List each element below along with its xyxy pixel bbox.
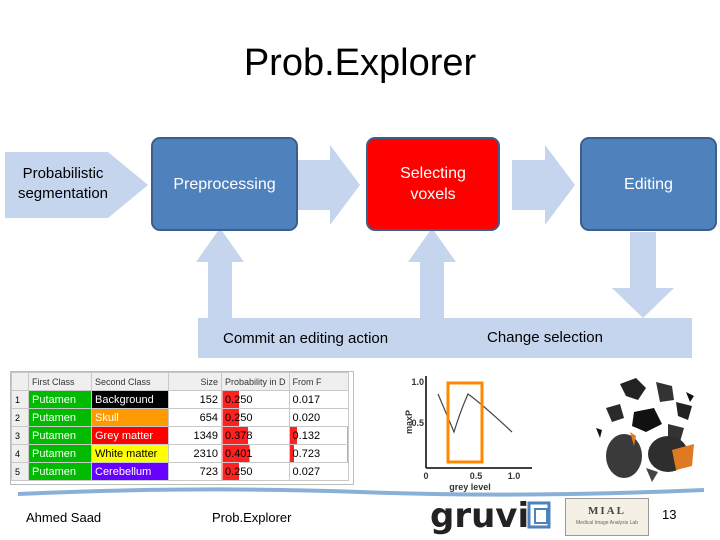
row-index: 4 (11, 444, 29, 463)
first-class-cell: Putamen (28, 444, 92, 463)
footer-divider (17, 487, 705, 497)
feedback-band (198, 318, 692, 358)
first-class-cell: Putamen (28, 426, 92, 445)
mial-lab-logo: MIAL Medical Image Analysis Lab (565, 498, 649, 536)
brain-segmentation-image (596, 378, 694, 482)
table-header-row: First Class Second Class Size Probabilit… (11, 372, 349, 391)
row-index: 2 (11, 408, 29, 427)
x-tick-label: 1.0 (508, 471, 521, 481)
preprocessing-box: Preprocessing (151, 137, 298, 231)
size-cell: 723 (168, 462, 222, 481)
input-label: Probabilistic segmentation (17, 165, 109, 202)
first-class-cell: Putamen (28, 462, 92, 481)
selecting-voxels-label: Selecting voxels (400, 165, 466, 203)
second-class-cell: White matter (91, 444, 169, 463)
selection-rectangle (446, 381, 484, 464)
maxp-plot: 1.0 0.5 0 0.5 1.0 grey level maxP (404, 376, 532, 492)
y-tick-label: 0.5 (411, 418, 424, 428)
footer-project: Prob.Explorer (212, 510, 292, 525)
size-cell: 1349 (168, 426, 222, 445)
row-index: 1 (11, 390, 29, 409)
mial-logo-subtitle: Medical Image Analysis Lab (576, 520, 638, 526)
size-cell: 152 (168, 390, 222, 409)
down-arrow-editing (612, 232, 674, 318)
second-class-cell: Skull (91, 408, 169, 427)
page-number: 13 (662, 507, 677, 522)
preprocessing-label: Preprocessing (173, 175, 276, 193)
row-index: 5 (11, 462, 29, 481)
arrow-preprocessing-to-selecting (296, 145, 360, 225)
x-tick-label: 0.5 (470, 471, 483, 481)
class-probability-table: First Class Second Class Size Probabilit… (11, 372, 349, 481)
probability-cell: 0.250 (221, 408, 290, 427)
table-row[interactable]: 3 Putamen Grey matter 1349 0.378 0.132 (11, 426, 349, 445)
arrow-selecting-to-editing (512, 145, 575, 225)
y-axis-label: maxP (404, 410, 414, 434)
slide-title: Prob.Explorer (243, 42, 477, 84)
probability-cell: 0.378 (221, 426, 290, 445)
from-cell: 0.027 (288, 462, 349, 481)
selecting-voxels-box: Selecting voxels (366, 137, 500, 231)
table-row[interactable]: 1 Putamen Background 152 0.250 0.017 (11, 390, 349, 409)
header-probability: Probability in D (221, 372, 290, 391)
commit-action-label: Commit an editing action (223, 330, 389, 347)
gruvi-logo: gruvi (430, 496, 530, 536)
probability-cell: 0.250 (221, 390, 290, 409)
size-cell: 2310 (168, 444, 222, 463)
header-from: From F (288, 372, 349, 391)
x-axis-label: grey level (449, 482, 491, 492)
from-cell: 0.017 (288, 390, 349, 409)
plot-curve (437, 393, 513, 434)
first-class-cell: Putamen (28, 408, 92, 427)
mial-logo-text: MIAL (588, 505, 626, 517)
probability-cell: 0.401 (221, 444, 290, 463)
second-class-cell: Grey matter (91, 426, 169, 445)
row-index: 3 (11, 426, 29, 445)
footer-author: Ahmed Saad (26, 510, 102, 525)
table-row[interactable]: 5 Putamen Cerebellum 723 0.250 0.027 (11, 462, 349, 481)
from-cell: 0.020 (288, 408, 349, 427)
editing-label: Editing (624, 175, 673, 193)
up-arrow-preprocessing (196, 228, 244, 320)
up-arrow-selecting (408, 228, 456, 320)
change-selection-label: Change selection (487, 329, 603, 346)
size-cell: 654 (168, 408, 222, 427)
x-tick-label: 0 (423, 471, 428, 481)
input-chevron-arrow (5, 152, 148, 218)
second-class-cell: Cerebellum (91, 462, 169, 481)
second-class-cell: Background (91, 390, 169, 409)
header-first-class: First Class (28, 372, 92, 391)
table-row[interactable]: 4 Putamen White matter 2310 0.401 0.723 (11, 444, 349, 463)
table-row[interactable]: 2 Putamen Skull 654 0.250 0.020 (11, 408, 349, 427)
editing-box: Editing (580, 137, 717, 231)
gruvi-logo-mark (527, 501, 551, 529)
from-cell: 0.723 (288, 444, 349, 463)
probability-cell: 0.250 (221, 462, 290, 481)
header-size: Size (168, 372, 222, 391)
y-tick-label: 1.0 (411, 377, 424, 387)
header-second-class: Second Class (91, 372, 169, 391)
class-probability-table-panel: First Class Second Class Size Probabilit… (10, 371, 354, 485)
first-class-cell: Putamen (28, 390, 92, 409)
from-cell: 0.132 (288, 426, 349, 445)
